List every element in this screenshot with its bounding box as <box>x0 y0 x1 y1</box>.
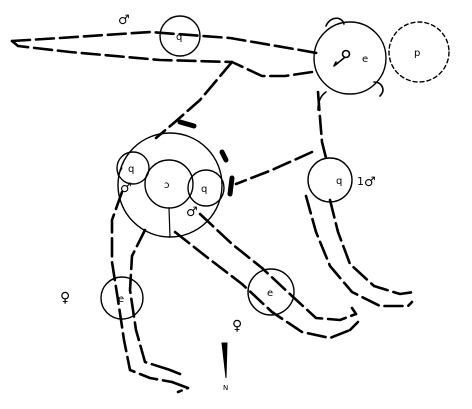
female-symbol-left: ♀ <box>60 290 70 306</box>
north-arrow-icon <box>221 342 228 379</box>
leg-circle <box>307 157 353 203</box>
leg-circle-label: q <box>336 176 342 187</box>
knee-right-circle <box>247 268 295 316</box>
male-symbol-pelvis-a: ♂ <box>120 181 132 196</box>
north-label: N <box>223 384 228 392</box>
torso-belly <box>234 150 314 186</box>
arm-circle <box>159 15 201 57</box>
head-circle <box>313 21 387 95</box>
pelvis-right-label: q <box>201 184 207 195</box>
pelvis-dividers <box>117 167 171 238</box>
outer-head-label: p <box>414 48 420 59</box>
circle-labels: q e p q ɔ q q e e <box>118 32 420 305</box>
head-circle-label: e <box>362 54 368 65</box>
leg-right-upper <box>173 230 352 340</box>
leg-left-inner <box>128 228 172 372</box>
leg-number: 1 <box>357 175 364 188</box>
leg-far-inner <box>328 198 416 296</box>
foot-left <box>168 368 190 394</box>
head-details <box>317 17 384 111</box>
leg-far-outer <box>304 194 414 308</box>
outer-head-circle <box>388 21 450 83</box>
leg-right-lower <box>198 212 358 322</box>
symbol-labels: ♂ ♂ ♂ 1 ♂ ♀ ♀ <box>60 13 376 334</box>
pelvis-left-label: q <box>128 164 134 175</box>
female-symbol-mid: ♀ <box>232 318 242 334</box>
arm-upper-edge <box>10 30 324 56</box>
body-outline <box>10 30 416 394</box>
pelvis-right-circle <box>187 169 225 207</box>
male-symbol-top: ♂ <box>118 13 130 28</box>
leg-left-outer <box>110 190 174 384</box>
marker-circles <box>100 15 450 320</box>
male-symbol-leg: ♂ <box>364 175 376 190</box>
arm-circle-label: q <box>176 32 182 43</box>
knee-right-label: e <box>267 288 273 299</box>
pelvis-marks <box>177 119 235 197</box>
foot-right <box>348 306 360 332</box>
knee-left-label: e <box>118 294 124 305</box>
torso-back <box>154 60 234 140</box>
pelvis-center-label: ɔ <box>164 180 170 191</box>
male-symbol-pelvis-b: ♂ <box>186 205 198 220</box>
knee-left-circle <box>100 276 144 320</box>
north-arrow: N <box>221 342 228 392</box>
arm-lower-edge <box>10 39 314 78</box>
pelvis-left-circle <box>116 151 150 185</box>
